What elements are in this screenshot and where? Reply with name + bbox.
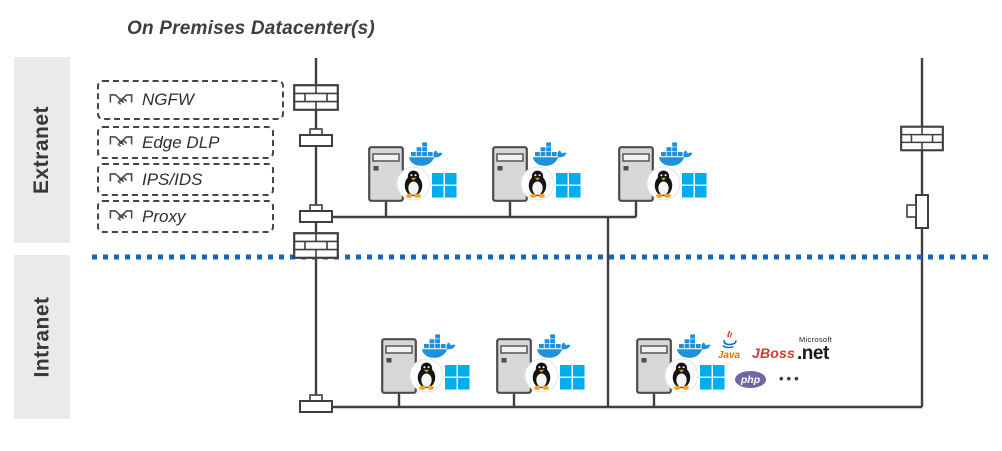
zone-label-intranet: Intranet [30,296,54,378]
linux-icon [409,358,444,393]
network-junction-icon [299,394,333,413]
windows-icon [560,365,585,390]
service-label-ngfw: NGFW [142,90,194,109]
zone-band-intranet: Intranet [14,255,70,419]
server-group-extranet-3 [618,142,718,208]
network-junction-icon [906,194,929,229]
java-logo: Java [712,330,746,361]
windows-icon [700,365,725,390]
docker-icon [421,334,457,360]
service-box-proxy: Proxy [97,200,274,233]
linux-icon [524,358,559,393]
dotnet-logo-text: .net [797,342,829,364]
php-logo-text: php [740,373,761,386]
server-group-intranet-2 [496,334,596,400]
service-label-edge-dlp: Edge DLP [142,132,220,152]
docker-icon [676,334,712,360]
linux-icon [664,358,699,393]
network-appliances [293,84,944,413]
network-junction-icon [299,204,333,223]
network-junction-icon [299,128,333,147]
server-group-intranet-1 [381,334,481,400]
diagram-title: On Premises Datacenter(s) [127,18,375,39]
service-label-ips-ids: IPS/IDS [142,169,203,189]
service-label-proxy: Proxy [142,206,186,226]
windows-icon [556,173,581,198]
zone-band-extranet: Extranet [14,57,70,243]
zone-label-extranet: Extranet [30,105,53,195]
docker-icon [408,142,444,168]
more-runtimes-ellipsis: ••• [779,371,802,386]
service-box-ngfw: NGFW [97,80,284,120]
windows-icon [682,173,707,198]
docker-icon [532,142,568,168]
service-box-ips-ids: IPS/IDS [97,163,274,196]
linux-icon [396,166,431,201]
server-group-extranet-2 [492,142,592,208]
linux-icon [520,166,555,201]
linux-icon [646,166,681,201]
java-logo-text: Java [717,350,741,361]
handshake-icon [109,136,133,147]
windows-icon [432,173,457,198]
windows-icon [445,365,470,390]
docker-icon [536,334,572,360]
firewall-icon [900,125,944,152]
dotnet-brand-text: Microsoft [799,335,833,344]
docker-icon [658,142,694,168]
network-wires [314,58,924,409]
handshake-icon [109,173,133,184]
server-group-extranet-1 [368,142,468,208]
dotnet-logo: Microsoft .net [797,336,832,363]
php-logo: php [735,371,766,388]
java-cup-icon [722,330,737,349]
service-box-edge-dlp: Edge DLP [97,126,274,159]
jboss-logo: JBoss [752,345,796,361]
handshake-icon [109,93,133,105]
firewall-icon [293,84,339,111]
handshake-icon [109,210,133,221]
firewall-icon [293,232,339,259]
